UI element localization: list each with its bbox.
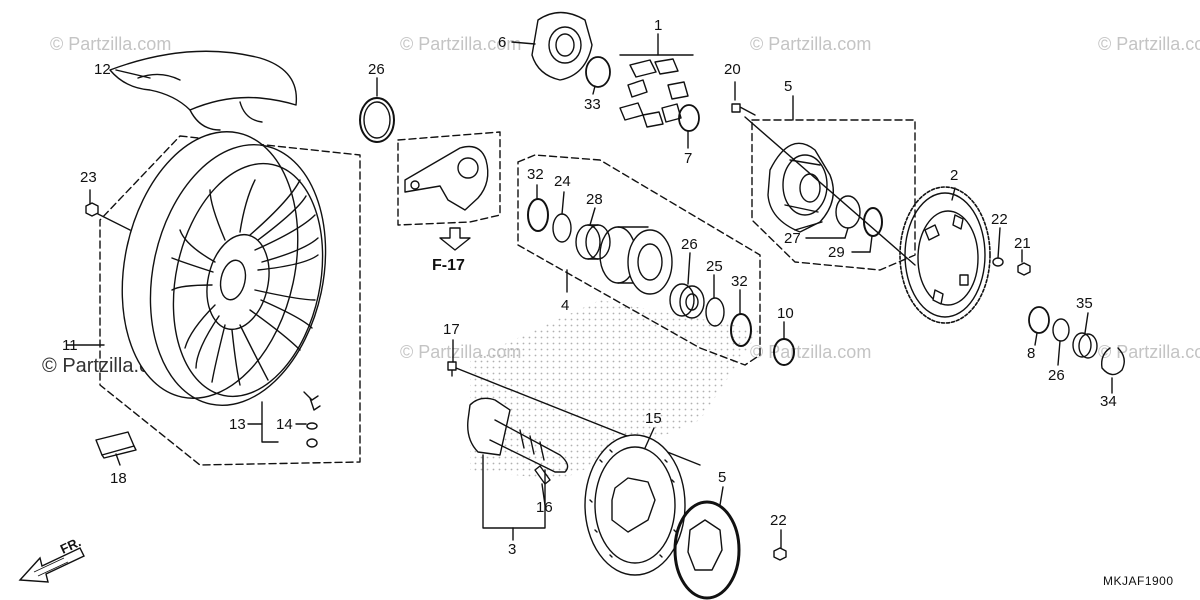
tire	[109, 50, 298, 131]
part-number[interactable]: 26	[368, 61, 385, 78]
oring-33	[585, 56, 611, 88]
part-number[interactable]: 25	[706, 258, 723, 275]
nut-22	[773, 547, 787, 561]
valve-parts	[261, 391, 321, 448]
washer-25	[992, 257, 1004, 267]
part-number[interactable]: 16	[536, 499, 553, 516]
part-number[interactable]: 35	[1076, 295, 1093, 312]
part-number[interactable]: 14	[276, 416, 293, 433]
part-number[interactable]: 12	[94, 61, 111, 78]
nut-23	[85, 202, 99, 217]
hub-assembly-group	[517, 154, 761, 366]
part-number[interactable]: 1	[654, 17, 663, 34]
watermark: © Partzilla.com	[400, 34, 522, 54]
nut-21	[1017, 262, 1031, 276]
damper-rubbers	[619, 54, 694, 128]
part-number[interactable]: 23	[80, 169, 97, 186]
part-number[interactable]: 26	[1048, 367, 1065, 384]
part-number[interactable]: 20	[724, 61, 741, 78]
part-number[interactable]: 32	[731, 273, 748, 290]
circlip-34	[1100, 347, 1125, 376]
watermark: © Partzilla.com	[1098, 342, 1200, 362]
bolt-20	[731, 103, 756, 116]
collar-ring	[359, 97, 395, 143]
bolt-17	[447, 361, 457, 377]
seal-8	[1028, 306, 1050, 334]
part-number[interactable]: 5	[784, 78, 793, 95]
reference-label[interactable]: F-17	[432, 257, 465, 274]
part-number[interactable]: 10	[777, 305, 794, 322]
part-number[interactable]: 24	[554, 173, 571, 190]
ring-24	[1052, 318, 1070, 342]
part-number[interactable]: 27	[784, 230, 801, 247]
part-number[interactable]: 3	[508, 541, 517, 558]
caliper-bracket	[397, 131, 501, 251]
balance-weight	[95, 431, 137, 459]
sprocket-flange	[751, 119, 916, 271]
part-number[interactable]: 21	[1014, 235, 1031, 252]
part-number[interactable]: 11	[62, 337, 78, 354]
part-number[interactable]: 18	[110, 470, 127, 487]
part-number[interactable]: 8	[1027, 345, 1036, 362]
axle-shading	[470, 300, 760, 480]
part-number[interactable]: 33	[584, 96, 601, 113]
part-number[interactable]: 6	[498, 34, 507, 51]
bearing-30	[575, 224, 611, 260]
part-number[interactable]: 17	[443, 321, 460, 338]
part-number[interactable]: 13	[229, 416, 246, 433]
part-number[interactable]: 22	[991, 211, 1008, 228]
sprocket	[899, 186, 991, 324]
damper-hub	[599, 226, 673, 295]
front-arrow	[18, 547, 85, 583]
axle	[467, 397, 569, 485]
part-number[interactable]: 7	[684, 150, 693, 167]
part-number[interactable]: 15	[645, 410, 662, 427]
watermark: © Partzilla.com	[1098, 34, 1200, 54]
wheel-rim	[99, 131, 361, 466]
part-number[interactable]: 28	[586, 191, 603, 208]
brake-disc	[584, 434, 686, 576]
part-number[interactable]: 22	[770, 512, 787, 529]
bearing-35	[1072, 332, 1098, 359]
part-number[interactable]: 32	[527, 166, 544, 183]
diagram-code: MKJAF1900	[1103, 574, 1174, 588]
bearing-28	[669, 283, 705, 319]
part-number[interactable]: 2	[950, 167, 959, 184]
part-number[interactable]: 34	[1100, 393, 1117, 410]
oring-7	[678, 104, 700, 132]
part-number[interactable]: 29	[828, 244, 845, 261]
part-number[interactable]: 26	[681, 236, 698, 253]
watermark: © Partzilla.com	[50, 34, 172, 54]
collar-9	[773, 338, 795, 366]
watermark: © Partzilla.com	[750, 34, 872, 54]
part-number[interactable]: 5	[718, 469, 727, 486]
damper-holder	[531, 11, 593, 81]
disc-cover	[673, 500, 741, 600]
part-number[interactable]: 4	[561, 297, 570, 314]
